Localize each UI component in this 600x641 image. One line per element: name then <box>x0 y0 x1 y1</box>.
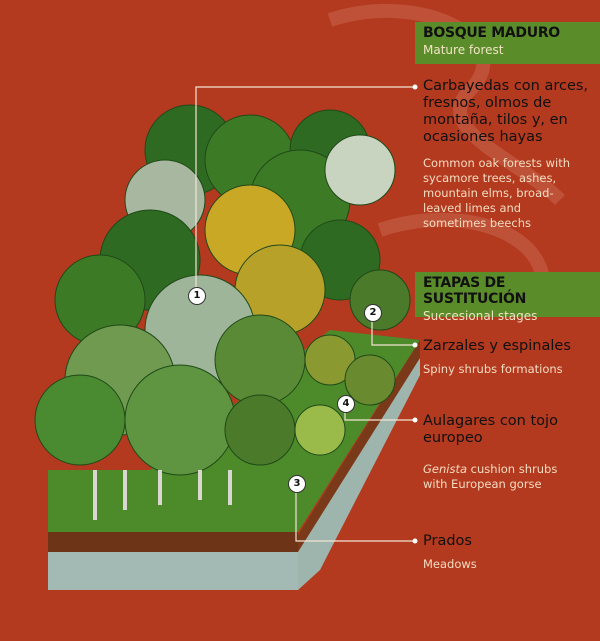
tree-crown <box>324 134 396 206</box>
successional-title: ETAPAS DE SUSTITUCIÓN <box>423 275 527 307</box>
marker-4: 4 <box>337 395 355 413</box>
marker-2: 2 <box>364 304 382 322</box>
leader-lines <box>195 86 415 542</box>
tree-crown <box>349 269 411 331</box>
item1-english: Common oak forests with sycamore trees, … <box>423 156 571 230</box>
item2-spanish: Zarzales y espinales <box>423 338 571 354</box>
mature-forest-subtitle: Mature forest <box>423 43 504 57</box>
tree-crown <box>224 394 296 466</box>
tree-crown <box>34 374 126 466</box>
item4-english-rest: cushion shrubs with European gorse <box>423 462 558 491</box>
item4-english-genus: Genista <box>423 462 468 476</box>
item4-spanish: Aulagares con tojo europeo <box>423 413 558 446</box>
marker-3: 3 <box>288 475 306 493</box>
item2-english: Spiny shrubs formations <box>423 362 563 376</box>
successional-subtitle: Succesional stages <box>423 309 538 323</box>
item1-spanish: Carbayedas con arces, fresnos, olmos de … <box>423 78 589 145</box>
block-front-face <box>48 545 298 590</box>
mature-forest-header: BOSQUE MADURO Mature forest <box>415 22 600 64</box>
tree-crown <box>214 314 306 406</box>
mature-forest-title: BOSQUE MADURO <box>423 25 560 41</box>
marker-1: 1 <box>188 287 206 305</box>
tree-crown <box>294 404 346 456</box>
successional-header: ETAPAS DE SUSTITUCIÓN Succesional stages <box>415 272 600 323</box>
tree-crown <box>344 354 396 406</box>
soil-layer <box>48 532 298 552</box>
item4-english: Genista cushion shrubs with European gor… <box>423 462 583 492</box>
tree-crown <box>124 364 236 476</box>
item3-spanish: Prados <box>423 533 472 549</box>
item3-english: Meadows <box>423 557 477 571</box>
